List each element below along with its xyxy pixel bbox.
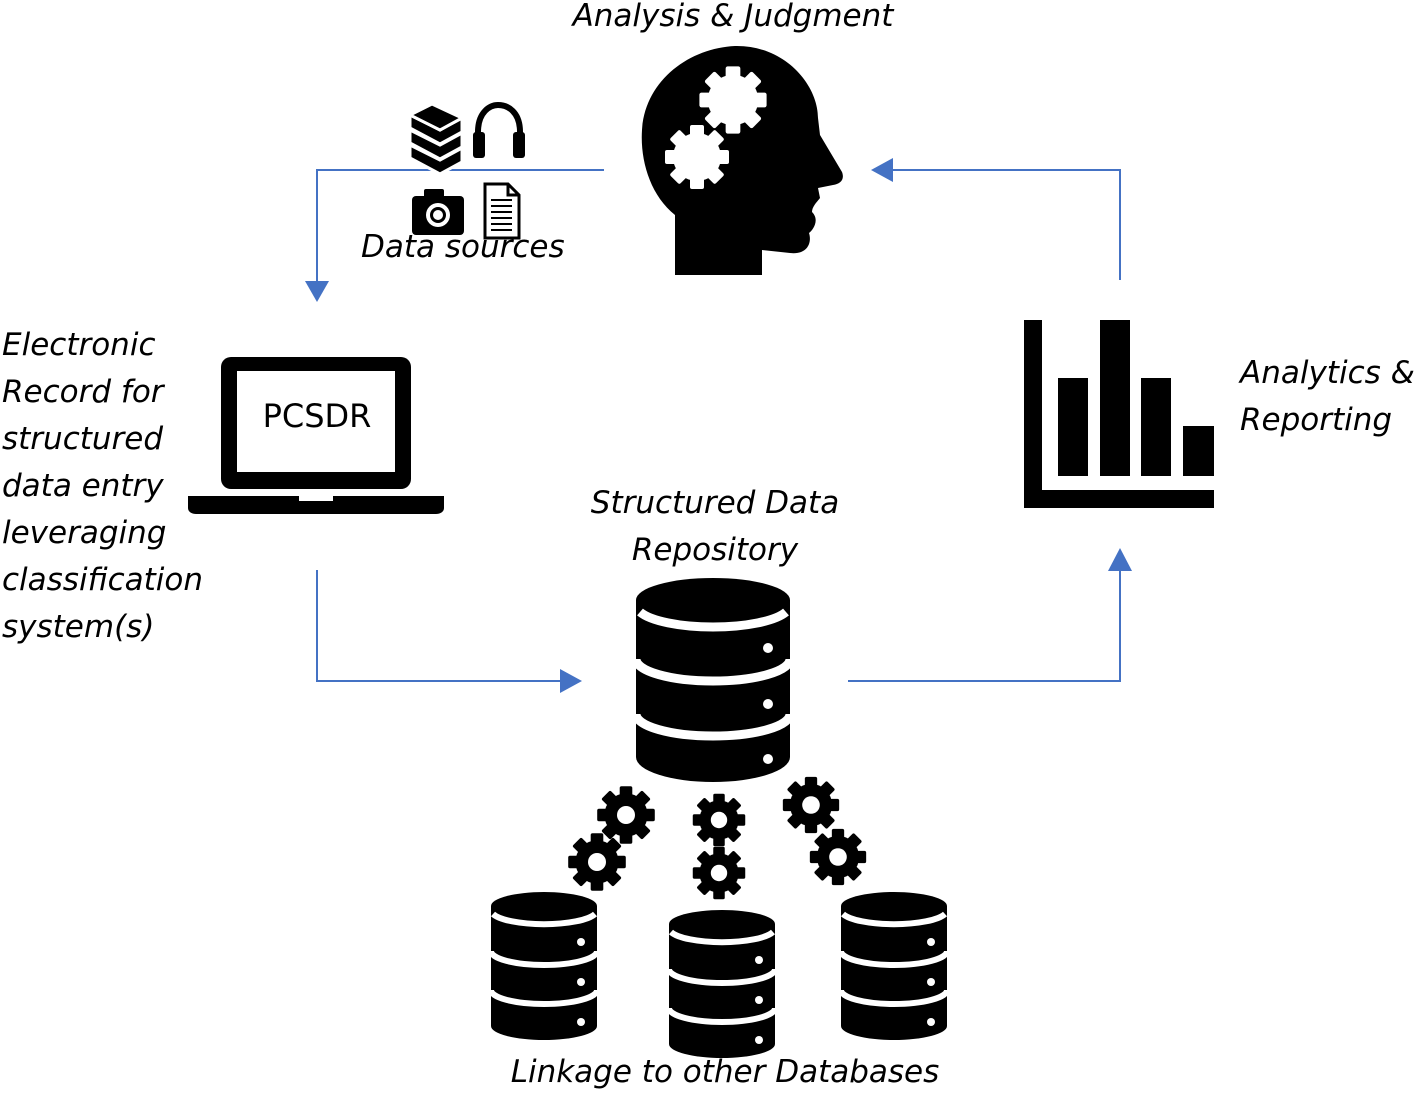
- head-with-gears-icon: [641, 45, 843, 275]
- database-icon: [631, 578, 795, 782]
- arrow-repository-to-analytics: [848, 570, 1121, 682]
- arrowhead-up: [1108, 548, 1132, 571]
- analytics-line: Reporting: [1240, 402, 1393, 438]
- gear-icon: [568, 833, 626, 891]
- linkage-label: Linkage to other Databases: [510, 1054, 940, 1090]
- electronic-record-line: data entry: [2, 468, 164, 504]
- pcsdr-screen-label: PCSDR: [262, 397, 372, 435]
- repository-line: Repository: [631, 532, 799, 568]
- bar-chart-icon: [1024, 320, 1214, 508]
- books-icon: [406, 102, 466, 176]
- linked-database-left: [488, 892, 600, 1040]
- linked-databases-icon: [488, 892, 950, 1058]
- gear-icon: [597, 786, 655, 844]
- analytics-reporting-label: Analytics & Reporting: [1240, 350, 1415, 444]
- linkage-gears: [568, 776, 867, 900]
- gear-icon: [692, 846, 746, 900]
- electronic-record-line: system(s): [2, 609, 155, 645]
- linked-database-middle: [666, 910, 778, 1058]
- data-sources-label: Data sources: [361, 229, 565, 265]
- analysis-judgment-label: Analysis & Judgment: [572, 0, 894, 34]
- electronic-record-label: Electronic Record for structured data en…: [2, 322, 203, 651]
- arrowhead-right: [560, 669, 582, 693]
- linked-database-right: [838, 892, 950, 1040]
- flow-arrows: [316, 169, 1121, 682]
- document-icon: [483, 182, 521, 240]
- arrowhead-left: [871, 158, 893, 182]
- analytics-line: Analytics &: [1240, 355, 1415, 391]
- electronic-record-line: Record for: [2, 374, 164, 410]
- electronic-record-line: structured: [2, 421, 164, 457]
- gear-icon: [692, 793, 746, 847]
- camera-icon: [412, 189, 464, 235]
- gear-icon: [809, 828, 867, 886]
- gear-icon: [782, 776, 840, 834]
- electronic-record-line: classification: [2, 562, 204, 598]
- laptop-icon: [188, 357, 444, 514]
- arrow-analytics-to-head: [893, 169, 1121, 280]
- arrow-head-to-pcsdr: [316, 169, 604, 282]
- electronic-record-line: leveraging: [2, 515, 167, 551]
- arrowhead-down: [305, 281, 329, 302]
- repository-line: Structured Data: [590, 485, 840, 521]
- electronic-record-line: Electronic: [2, 327, 156, 363]
- headphones-icon: [473, 101, 525, 158]
- structured-data-repository-label: Structured Data Repository: [560, 480, 870, 574]
- arrow-pcsdr-to-repository: [316, 570, 562, 682]
